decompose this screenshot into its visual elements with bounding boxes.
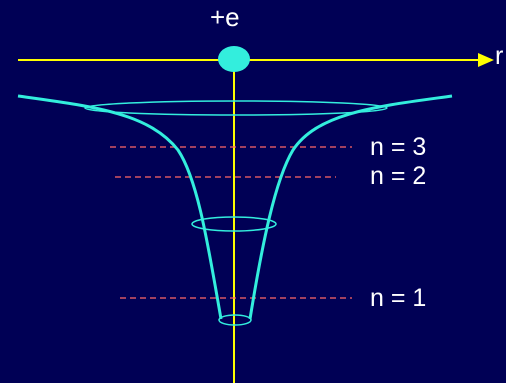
well-cross-section-top — [84, 100, 388, 116]
energy-level-label-n1: n = 1 — [370, 284, 427, 312]
nucleus-charge-label: +e — [210, 2, 240, 32]
nucleus-dot — [218, 46, 250, 72]
r-axis-label: r — [495, 44, 504, 69]
potential-well-left-curve — [17, 94, 223, 320]
r-axis-arrowhead — [478, 53, 494, 67]
potential-well-right-curve — [248, 94, 453, 320]
energy-level-label-n3: n = 3 — [370, 133, 427, 161]
energy-level-label-n2: n = 2 — [370, 162, 427, 190]
well-cross-section-bottom — [218, 314, 252, 326]
well-cross-section-middle — [191, 216, 277, 232]
